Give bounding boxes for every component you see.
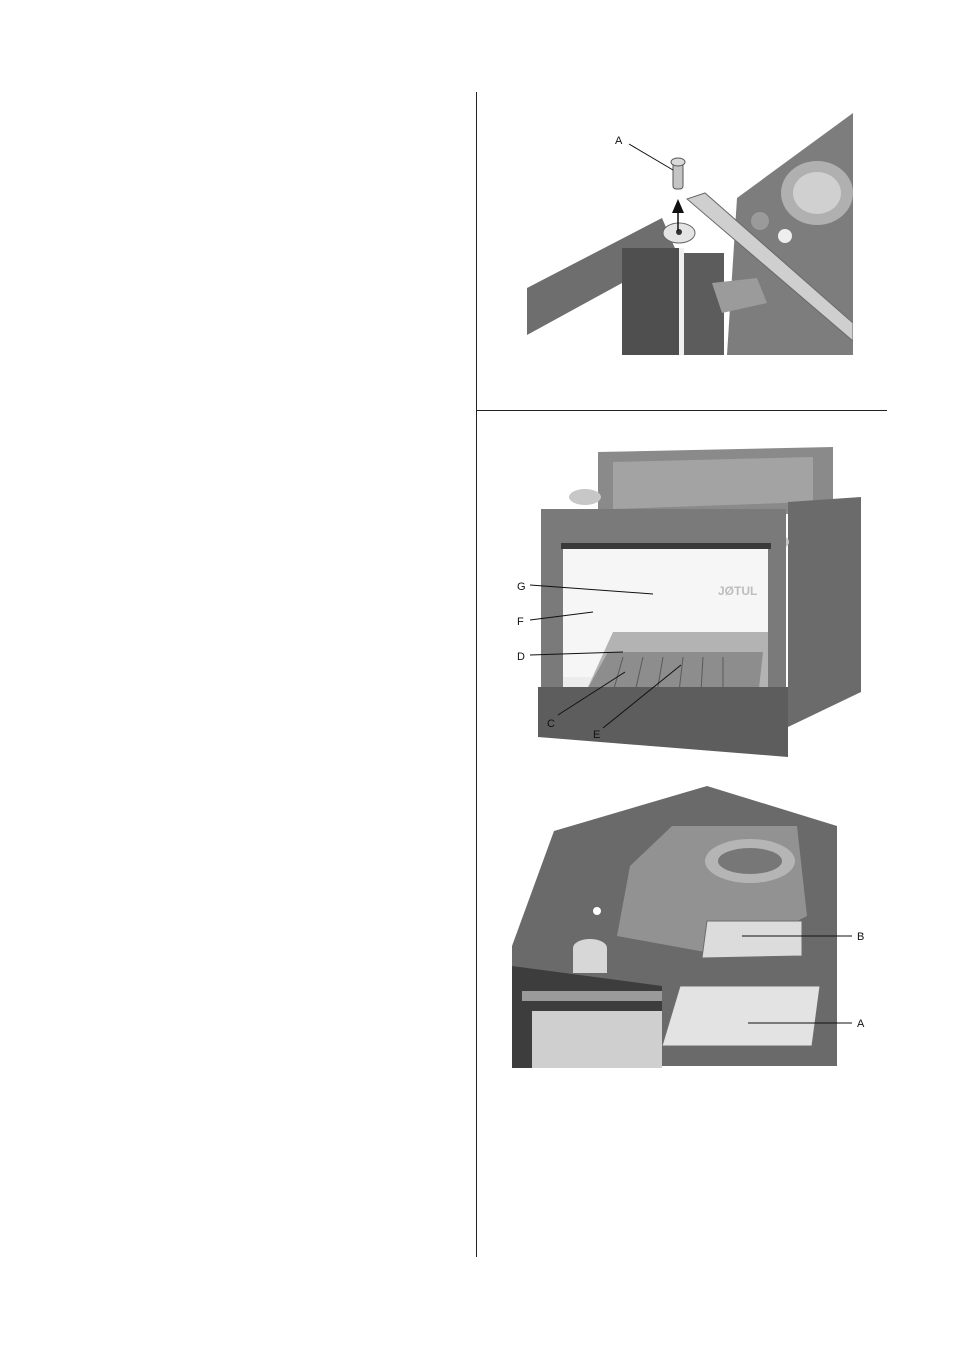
figure-baffle-plates: B A: [512, 786, 872, 1068]
hinge-pin-illustration: A: [527, 113, 853, 355]
callout-label-g: G: [517, 581, 526, 593]
firebox-illustration: JØTUL G F D C E: [513, 447, 863, 762]
baffle-illustration: B A: [512, 786, 872, 1068]
figure-hinge-pin: A: [527, 113, 853, 355]
callout-line-a: [629, 144, 673, 170]
figure-firebox-front: JØTUL G F D C E: [513, 447, 863, 762]
callout-label-c: C: [547, 718, 555, 730]
door-frame-side: [622, 248, 679, 355]
column-divider-vertical: [476, 92, 477, 1257]
ash-lip: [538, 687, 788, 757]
callout-label-a: A: [615, 135, 623, 147]
side-panel: [788, 497, 861, 727]
flue-stub-left: [569, 489, 601, 505]
hinge-pin: [673, 163, 683, 189]
callout-label-b: B: [857, 931, 864, 943]
callout-label-f: F: [517, 616, 524, 628]
callout-label-a: A: [857, 1018, 865, 1030]
brand-mark: JØTUL: [718, 584, 757, 598]
callout-label-e: E: [593, 729, 600, 741]
top-rail: [561, 543, 771, 549]
lower-baffle-plate: [662, 986, 820, 1046]
callout-label-d: D: [517, 651, 525, 663]
upper-baffle-plate: [702, 921, 802, 958]
section-divider-horizontal: [476, 410, 887, 411]
